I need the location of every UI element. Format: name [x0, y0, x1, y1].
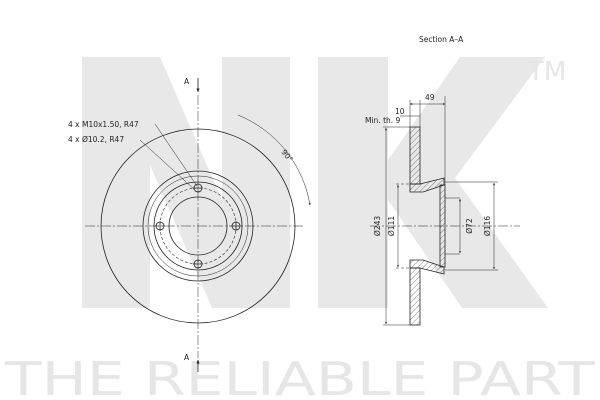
- trademark-symbol: TM: [527, 57, 566, 87]
- nk-logo-watermark: [82, 57, 548, 308]
- diameter-116-dimension: Ø116: [483, 216, 492, 236]
- thickness-dimension: 10: [395, 107, 405, 116]
- logo-letter-n: [82, 57, 290, 308]
- hat-outer: [153, 181, 243, 271]
- section-marker-bottom: A: [184, 353, 190, 362]
- bolt-spec-label: 4 x M10x1.50, R47: [68, 120, 139, 129]
- height-dimension: 49: [425, 93, 435, 102]
- center-bore: [168, 196, 228, 256]
- outer-diameter-dimension: Ø243: [373, 216, 382, 236]
- section-marker-top: A: [184, 77, 190, 86]
- disc-section-view: 10 Min. th. 9 49 Ø243 Ø111 Ø72 Ø116: [365, 93, 520, 326]
- slogan-watermark: THE RELIABLE PART: [4, 352, 596, 400]
- disc-front-view: 90° A A 4 x M10x1.50, R47 4 x Ø10.2, R47: [68, 77, 311, 372]
- diameter-111-dimension: Ø111: [387, 216, 396, 236]
- diameter-72-dimension: Ø72: [465, 218, 474, 234]
- friction-ring-inner: [142, 170, 254, 282]
- bolt-holes: [155, 183, 241, 269]
- disc-outer-edge: [100, 128, 296, 324]
- hole-spec-label: 4 x Ø10.2, R47: [68, 135, 124, 144]
- section-title: Section A–A: [419, 35, 464, 44]
- min-thickness-dimension: Min. th. 9: [365, 116, 401, 125]
